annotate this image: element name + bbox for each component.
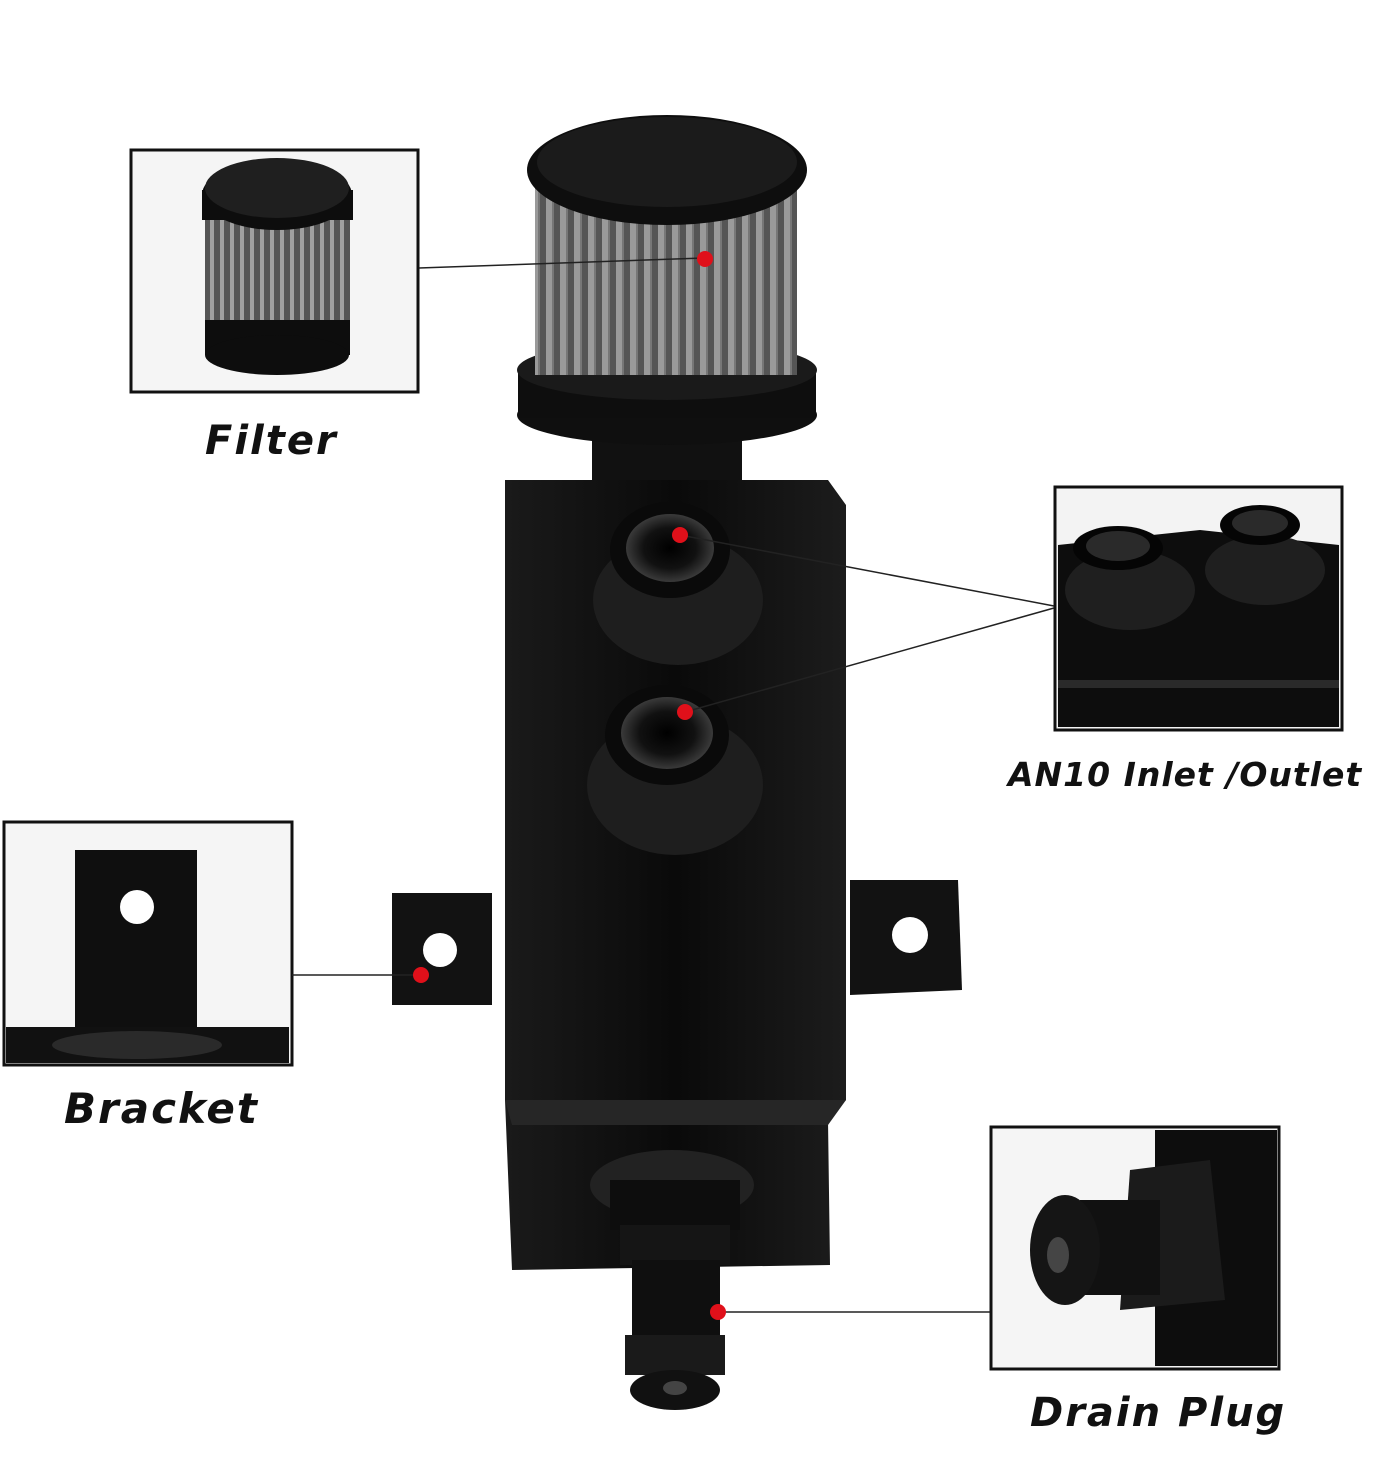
filter-inset (129, 148, 420, 394)
threaded-port-icon (1058, 505, 1339, 727)
callout-dots (413, 251, 726, 1320)
breather-filter-icon (202, 158, 353, 375)
drain-dot (710, 1304, 726, 1320)
main-filter (517, 115, 817, 490)
inlet-port-top (593, 502, 763, 665)
bracket-dot (413, 967, 429, 983)
oil-catch-can (392, 115, 962, 1410)
drain-plug (590, 1150, 754, 1410)
filter-dot (697, 251, 713, 267)
drain-plug-icon (1030, 1130, 1277, 1366)
drain-plug-inset (989, 1125, 1281, 1371)
inlet-outlet-label: AN10 Inlet /Outlet (1008, 755, 1363, 794)
mounting-bracket-icon (6, 850, 289, 1063)
filter-leader (418, 257, 705, 269)
bracket-inset (2, 820, 294, 1067)
outlet-leader (684, 607, 1055, 713)
inlet-leader (679, 534, 1055, 607)
inlet-outlet-inset (1053, 485, 1344, 732)
tank-body (505, 480, 846, 1270)
inlet-dot (672, 527, 688, 543)
outlet-dot (677, 704, 693, 720)
bracket-label: Bracket (64, 1084, 259, 1133)
drain-plug-label: Drain Plug (1030, 1390, 1287, 1436)
filter-label: Filter (205, 418, 338, 464)
leader-lines (292, 257, 1055, 1313)
outlet-port-bottom (587, 685, 763, 855)
